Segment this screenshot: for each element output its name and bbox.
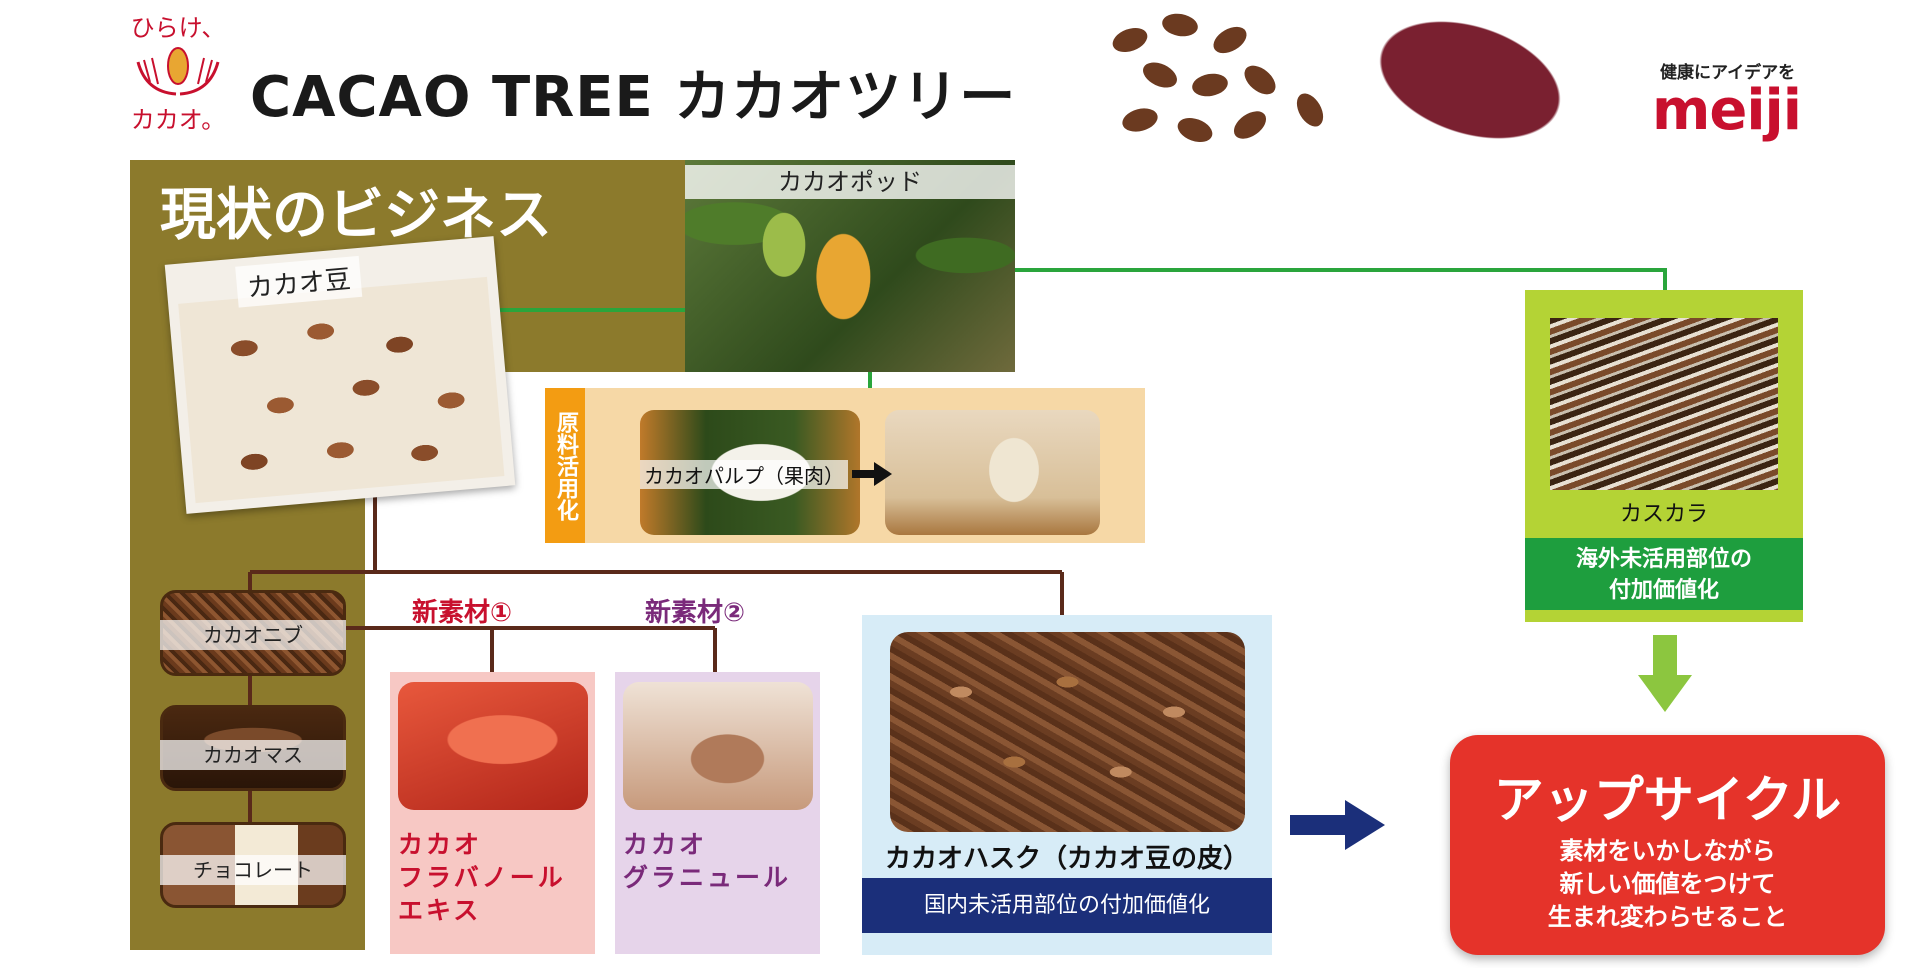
down-arrow-icon	[1638, 635, 1692, 712]
logo-line-2: カカオ。	[128, 106, 228, 134]
cacao-bean-photo: カカオ豆	[165, 236, 516, 514]
hirake-cacao-logo: ひらけ、 カカオ。	[128, 14, 228, 144]
pod-cascara-line	[1015, 270, 1665, 290]
cacao-husk-photo	[890, 632, 1245, 832]
upcycle-title: アップサイクル	[1450, 760, 1885, 832]
right-arrow-icon	[1290, 800, 1385, 850]
hands-icon	[128, 42, 228, 102]
chocolate-label: チョコレート	[160, 855, 346, 885]
granule-photo	[623, 682, 813, 810]
cacao-mass-label: カカオマス	[160, 740, 346, 770]
arrow-right-small-icon	[852, 462, 892, 486]
new-material-1-label: 新素材①	[412, 592, 512, 629]
cacao-pulp-label: カカオパルプ（果肉）	[640, 460, 848, 489]
cascara-label: カスカラ	[1525, 496, 1803, 528]
meiji-logo: meiji	[1652, 78, 1801, 143]
cacao-husk-label: カカオハスク（カカオ豆の皮）	[862, 838, 1272, 875]
page-title: CACAO TREE カカオツリー	[250, 52, 1016, 133]
pulp-drink-photo	[885, 410, 1100, 535]
logo-line-1: ひらけ、	[128, 14, 228, 42]
cascara-caption: 海外未活用部位の 付加価値化	[1525, 538, 1803, 610]
cacao-nib-label: カカオニブ	[160, 620, 346, 650]
husk-caption: 国内未活用部位の付加価値化	[862, 878, 1272, 933]
new-material-2-label: 新素材②	[645, 592, 745, 629]
cacao-pod-decoration	[1317, 0, 1623, 198]
raw-material-side-label: 原料活用化	[545, 388, 585, 543]
flavanol-photo	[398, 682, 588, 810]
upcycle-description: 素材をいかしながら 新しい価値をつけて 生まれ変わらせること	[1450, 835, 1885, 934]
flavanol-label: カカオ フラバノール エキス	[398, 828, 566, 927]
granule-label: カカオ グラニュール	[623, 828, 791, 894]
cacao-bean-image	[178, 277, 504, 503]
cacao-beans-decoration	[1100, 0, 1360, 170]
cacao-pod-label: カカオポッド	[685, 165, 1015, 199]
cascara-photo	[1550, 318, 1778, 490]
